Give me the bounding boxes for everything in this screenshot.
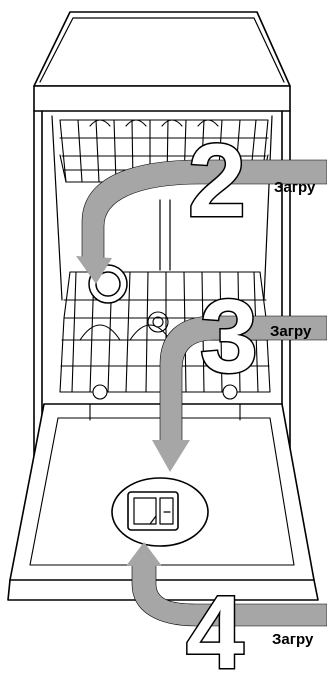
step-label: Загру xyxy=(270,323,312,340)
step-number: 2 xyxy=(188,123,246,239)
top-panel xyxy=(34,12,290,86)
dishwasher-illustration xyxy=(8,12,318,600)
step-number: 4 xyxy=(186,575,244,684)
step-label: Загру xyxy=(274,179,316,196)
step-3: 3 Загру xyxy=(200,279,312,395)
step-label: Загру xyxy=(272,631,314,648)
step-4: 4 Загру xyxy=(186,575,314,684)
top-front-edge xyxy=(34,86,290,111)
detergent-dispenser-icon xyxy=(112,478,208,546)
step-number: 3 xyxy=(200,279,258,395)
